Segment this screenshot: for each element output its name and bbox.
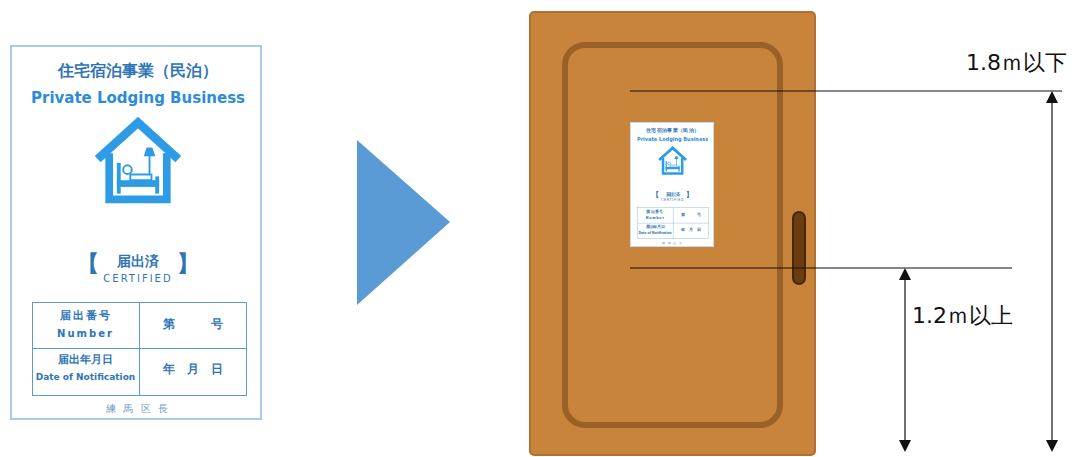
- dimension-arrowheads: [899, 91, 1058, 452]
- table-cell: 届出年月日: [637, 225, 673, 229]
- bracket: 【: [76, 251, 100, 277]
- table-cell: Date of Notification: [32, 372, 139, 383]
- sign-title: 住宅宿泊事業（民泊）: [12, 61, 264, 80]
- direction-arrow: [357, 140, 450, 305]
- certified-jp: 届出済: [631, 191, 715, 197]
- sign-title: 住宅宿泊事業（民泊）: [631, 127, 715, 133]
- table-rule: [673, 208, 674, 239]
- sign-subtitle: Private Lodging Business: [12, 89, 264, 107]
- certified-en: CERTIFIED: [631, 198, 715, 202]
- table-cell: 第 号: [673, 213, 709, 218]
- dimension-lines: [630, 91, 1062, 446]
- sign-face: 住宅宿泊事業（民泊） Private Lodging Business 【届出済 CE…: [10, 45, 262, 420]
- house-icon: [657, 145, 689, 177]
- bracket: 】: [176, 251, 200, 277]
- table-cell: 年 月 日: [139, 362, 247, 376]
- dimension-label: 1.8ｍ以下: [966, 50, 1067, 76]
- issuer: 練 馬 区 長: [12, 403, 264, 415]
- sign-subtitle: Private Lodging Business: [631, 137, 715, 143]
- notification-sign: 住宅宿泊事業（民泊） Private Lodging Business 【届出済 CE…: [10, 45, 262, 420]
- door: [530, 12, 815, 455]
- dimension-label: 1.2ｍ以上: [912, 303, 1013, 329]
- house-icon: [90, 113, 186, 209]
- table-cell: 年 月 日: [673, 228, 709, 233]
- bracket: 】: [685, 191, 693, 200]
- certified-jp: 届出済: [12, 253, 264, 270]
- table-cell: Number: [32, 328, 139, 340]
- certified-en: CERTIFIED: [12, 273, 264, 285]
- sign-face: 住宅宿泊事業（民泊） Private Lodging Business 【届出済CE…: [630, 122, 714, 247]
- table-cell: Date of Notification: [637, 231, 673, 235]
- bracket: 【: [652, 191, 660, 200]
- table-rule: [139, 303, 140, 395]
- table-cell: 届出番号: [637, 210, 673, 214]
- table-cell: 第 号: [139, 317, 247, 331]
- issuer: 練 馬 区 長: [631, 241, 715, 245]
- notification-sign: 住宅宿泊事業（民泊） Private Lodging Business 【届出済CE…: [630, 122, 714, 247]
- table-cell: Number: [637, 216, 673, 220]
- table-cell: 届出番号: [32, 309, 139, 322]
- table-cell: 届出年月日: [32, 353, 139, 366]
